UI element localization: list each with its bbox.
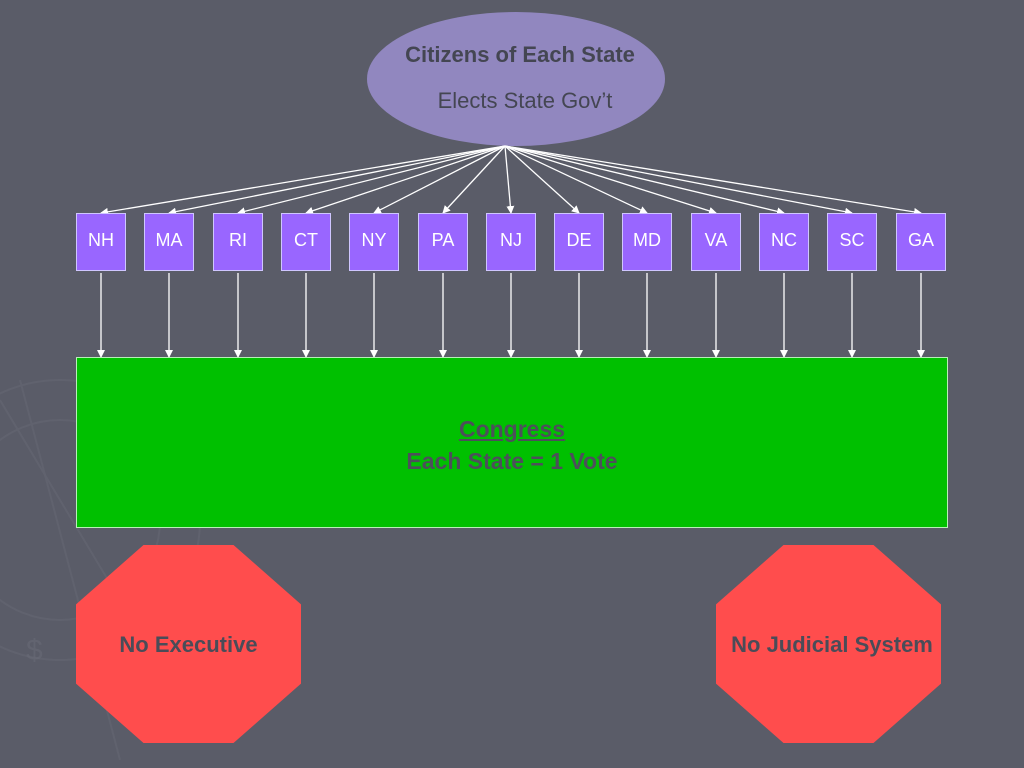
arrow-citizens-to-de [504, 145, 580, 214]
state-box-sc: SC [827, 213, 877, 271]
arrow-citizens-to-ny [373, 145, 506, 214]
state-box-ct: CT [281, 213, 331, 271]
arrow-citizens-to-va [504, 145, 717, 215]
no-judicial-octagon [716, 545, 941, 743]
arrow-citizens-to-pa [442, 145, 506, 214]
citizens-ellipse [367, 12, 665, 146]
state-box-ga: GA [896, 213, 946, 271]
arrow-citizens-to-ga [504, 145, 922, 216]
citizens-subtitle: Elects State Gov’t [437, 88, 613, 113]
arrow-citizens-to-nh [100, 145, 506, 216]
arrow-citizens-to-ri [237, 145, 506, 216]
no-judicial-label: No Judicial System [731, 632, 933, 657]
arrow-citizens-to-nc [504, 145, 785, 216]
congress-subtitle: Each State = 1 Vote [406, 448, 618, 474]
state-box-md: MD [622, 213, 672, 271]
state-box-de: DE [554, 213, 604, 271]
citizens-title: Citizens of Each State [405, 42, 635, 67]
state-box-pa: PA [418, 213, 468, 271]
dollar-sign-decoration: $ [26, 634, 43, 667]
arrow-citizens-to-ma [168, 145, 506, 216]
state-box-va: VA [691, 213, 741, 271]
arrow-citizens-to-nj [504, 145, 515, 214]
congress-title: Congress [458, 416, 566, 442]
arrow-citizens-to-ct [305, 145, 506, 215]
no-executive-octagon [76, 545, 301, 743]
state-box-nh: NH [76, 213, 126, 271]
state-box-ny: NY [349, 213, 399, 271]
congress-box: Congress Each State = 1 Vote [76, 357, 948, 528]
state-box-ri: RI [213, 213, 263, 271]
state-box-ma: MA [144, 213, 194, 271]
state-box-nj: NJ [486, 213, 536, 271]
arrow-citizens-to-md [504, 145, 648, 214]
arrow-citizens-to-sc [504, 145, 853, 216]
no-executive-label: No Executive [119, 632, 258, 657]
state-box-nc: NC [759, 213, 809, 271]
